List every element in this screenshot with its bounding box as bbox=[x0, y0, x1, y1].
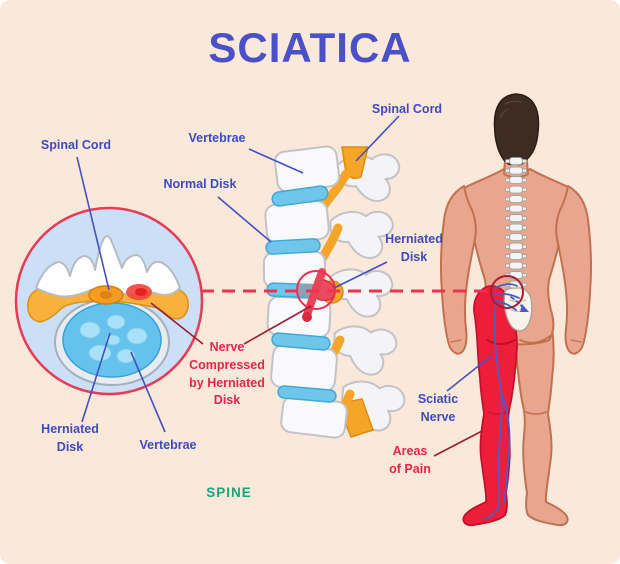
label-sciatic-nerve: Sciatic Nerve bbox=[417, 392, 459, 424]
leader-spinal-cord-left bbox=[76, 156, 110, 291]
leader-herniated-disk-bottom bbox=[81, 332, 111, 423]
disk-blob bbox=[105, 334, 121, 346]
disk-blob bbox=[88, 344, 112, 362]
hair bbox=[493, 93, 540, 166]
right-hand-finger-line bbox=[570, 339, 582, 343]
vertebra-body bbox=[280, 395, 348, 439]
hip-highlight-circle bbox=[490, 275, 524, 309]
spine-segment bbox=[262, 145, 408, 439]
left-buttock-crease bbox=[486, 339, 516, 345]
label-vertebrae-top: Vertebrae bbox=[188, 131, 246, 145]
left-arm bbox=[439, 185, 477, 355]
label-spine-caption: SPINE bbox=[206, 485, 252, 500]
right-knee-crease bbox=[525, 411, 547, 415]
leader-areas-of-pain bbox=[433, 430, 483, 457]
left-knee-crease bbox=[487, 411, 508, 415]
page-title: SCIATICA bbox=[208, 24, 412, 71]
left-hand-finger-line bbox=[450, 339, 462, 343]
disk-blob bbox=[106, 314, 126, 330]
areas-of-pain-region bbox=[462, 285, 518, 526]
compression-glow-core bbox=[135, 288, 147, 296]
human-body-back-view bbox=[439, 93, 593, 527]
vertebra-body bbox=[270, 344, 338, 392]
vertebra-body bbox=[266, 295, 332, 339]
compressed-nerve-tip bbox=[302, 312, 312, 322]
back-spine-column bbox=[505, 157, 527, 291]
leader-normal-disk bbox=[217, 196, 272, 243]
label-vertebrae-bottom: Vertebrae bbox=[139, 438, 197, 452]
label-herniated-disk-right: Herniated Disk bbox=[385, 232, 443, 264]
posterior-process bbox=[331, 324, 399, 378]
vertebra-body bbox=[264, 200, 330, 244]
leader-lines-dark-red bbox=[150, 302, 483, 457]
label-spinal-cord-left: Spinal Cord bbox=[40, 138, 112, 152]
hair-highlight bbox=[499, 100, 523, 119]
leader-vertebrae-bottom bbox=[130, 351, 166, 433]
leader-herniated-disk-right bbox=[333, 261, 388, 289]
label-normal-disk: Normal Disk bbox=[163, 177, 237, 191]
leader-nerve-compressed-right bbox=[243, 305, 312, 345]
disk-blob bbox=[126, 327, 148, 345]
compressed-nerve-red bbox=[303, 268, 326, 319]
nerve-arrow-head bbox=[520, 304, 529, 312]
label-nerve-compressed: Nerve Compressed by Herniated Disk bbox=[189, 340, 265, 408]
vertebra-body bbox=[273, 145, 341, 193]
label-herniated-disk-bottom: Herniated Disk bbox=[41, 422, 99, 454]
vertebra-cross-section-inset bbox=[14, 206, 204, 396]
leader-sciatic-nerve bbox=[446, 355, 492, 392]
normal-disk-shape bbox=[277, 385, 337, 403]
leader-spinal-cord-top bbox=[355, 115, 400, 162]
label-spinal-cord-top: Spinal Cord bbox=[371, 102, 443, 116]
spinal-cord-center bbox=[100, 291, 112, 299]
normal-disk-shape bbox=[265, 238, 321, 255]
sacrum-bone bbox=[503, 287, 533, 332]
right-arm bbox=[555, 185, 593, 355]
right-buttock-crease bbox=[519, 335, 551, 344]
leader-nerve-compressed-left bbox=[150, 302, 204, 345]
normal-disk-shape bbox=[271, 332, 331, 351]
leader-vertebrae-top bbox=[248, 148, 304, 174]
disk-blob bbox=[79, 321, 101, 339]
leader-lines-blue bbox=[76, 115, 492, 433]
label-areas-of-pain: Areas of Pain bbox=[389, 444, 431, 476]
normal-disk-shape bbox=[271, 185, 329, 207]
